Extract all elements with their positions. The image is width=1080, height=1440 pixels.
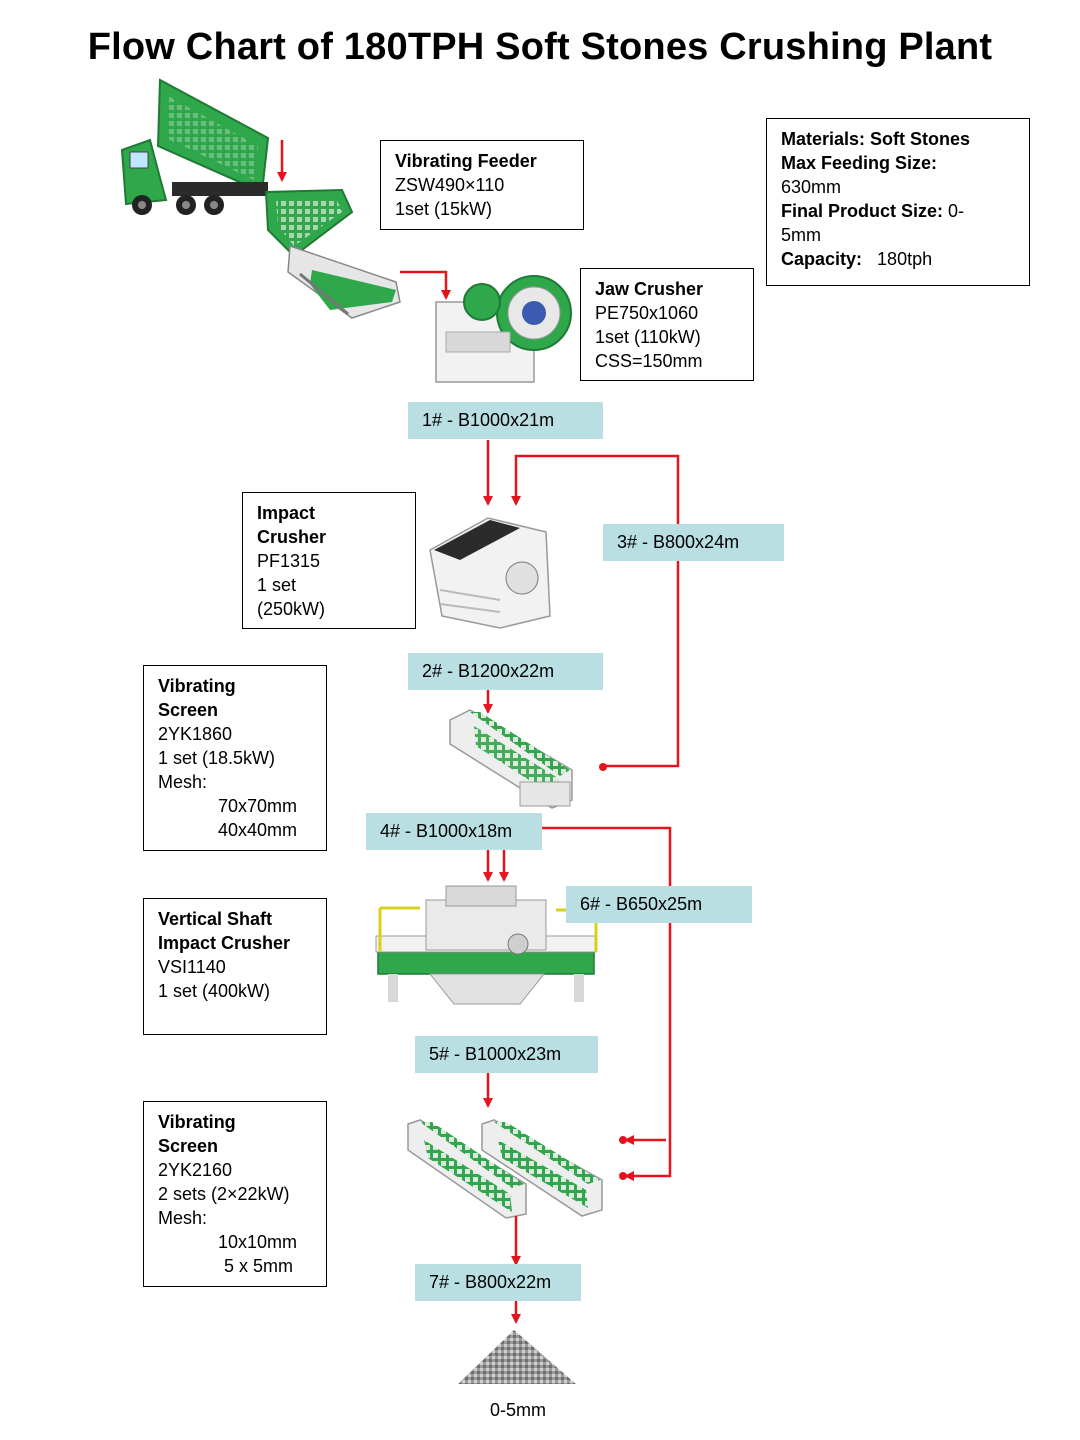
jaw-qty: 1set (110kW): [595, 327, 701, 347]
impact-crusher-icon: [429, 517, 551, 629]
max-feeding-value: 630mm: [781, 177, 842, 197]
jaw-css: CSS=150mm: [595, 351, 703, 371]
screen2-model: 2YK2160: [158, 1160, 233, 1180]
jaw-model: PE750x1060: [595, 303, 699, 323]
belt-5-label: 5# - B1000x23m: [415, 1036, 598, 1073]
feeder-qty: 1set (15kW): [395, 199, 493, 219]
belt-2-label: 2# - B1200x22m: [408, 653, 603, 690]
jaw-name: Jaw Crusher: [595, 279, 704, 299]
impact-name-b: Crusher: [257, 527, 327, 547]
belt-7-label: 7# - B800x22m: [415, 1264, 581, 1301]
final-product-value-b: 5mm: [781, 225, 821, 245]
vsi-qty: 1 set (400kW): [158, 981, 271, 1001]
belt-4-label: 4# - B1000x18m: [366, 813, 542, 850]
screen1-name-b: Screen: [158, 700, 219, 720]
screen1-name-a: Vibrating: [158, 676, 236, 696]
screen1-mesh-2: 40x40mm: [218, 820, 298, 840]
capacity-label: Capacity:: [781, 249, 863, 269]
feeder-model: ZSW490×110: [395, 175, 505, 195]
return-dots: [599, 763, 627, 1180]
belt-3-label: 3# - B800x24m: [603, 524, 784, 561]
impact-power: (250kW): [257, 599, 326, 619]
belt-1-label: 1# - B1000x21m: [408, 402, 603, 439]
impact-model: PF1315: [257, 551, 321, 571]
feeder-name: Vibrating Feeder: [395, 151, 537, 171]
screen2-mesh-label: Mesh:: [158, 1208, 208, 1228]
screen1-model: 2YK1860: [158, 724, 233, 744]
screen2-mesh-1: 10x10mm: [218, 1232, 298, 1252]
dump-truck-icon: [120, 78, 270, 215]
impact-crusher-box: Impact Crusher PF1315 1 set (250kW): [242, 492, 416, 629]
materials-label: Materials: Soft Stones: [781, 129, 971, 149]
vsi-crusher-icon: [375, 885, 598, 1005]
jaw-crusher-box: Jaw Crusher PE750x1060 1set (110kW) CSS=…: [580, 268, 754, 381]
page-title: Flow Chart of 180TPH Soft Stones Crushin…: [87, 26, 993, 68]
flow-arrows: [277, 140, 680, 1324]
vsi-crusher-box: Vertical Shaft Impact Crusher VSI1140 1 …: [143, 898, 327, 1035]
vsi-model: VSI1140: [158, 957, 226, 977]
stone-pile-icon: [458, 1330, 576, 1384]
screen1-qty: 1 set (18.5kW): [158, 748, 276, 768]
jaw-crusher-icon: [435, 275, 572, 383]
screen2-qty: 2 sets (2×22kW): [158, 1184, 290, 1204]
vibrating-screen-1-box: Vibrating Screen 2YK1860 1 set (18.5kW) …: [143, 665, 327, 851]
double-screen-icon: [407, 1119, 603, 1219]
belt-6-label: 6# - B650x25m: [566, 886, 752, 923]
impact-qty: 1 set: [257, 575, 297, 595]
screen1-mesh-1: 70x70mm: [218, 796, 298, 816]
specs-box: Materials: Soft Stones Max Feeding Size:…: [766, 118, 1030, 286]
vsi-name-b: Impact Crusher: [158, 933, 291, 953]
vibrating-screen-icon: [449, 709, 573, 809]
vibrating-screen-2-box: Vibrating Screen 2YK2160 2 sets (2×22kW)…: [143, 1101, 327, 1287]
final-product-label: Final Product Size:: [781, 201, 944, 221]
screen2-name-a: Vibrating: [158, 1112, 236, 1132]
vsi-name-a: Vertical Shaft: [158, 909, 273, 929]
max-feeding-label: Max Feeding Size:: [781, 153, 938, 173]
vibrating-feeder-box: Vibrating Feeder ZSW490×110 1set (15kW): [380, 140, 584, 230]
final-product-value-a: 0-: [948, 201, 965, 221]
screen2-name-b: Screen: [158, 1136, 219, 1156]
vibrating-feeder-icon: [264, 188, 401, 319]
impact-name-a: Impact: [257, 503, 316, 523]
capacity-value: 180tph: [877, 249, 933, 269]
screen1-mesh-label: Mesh:: [158, 772, 208, 792]
output-size-label: 0-5mm: [489, 1400, 546, 1420]
screen2-mesh-2: 5 x 5mm: [224, 1256, 294, 1276]
